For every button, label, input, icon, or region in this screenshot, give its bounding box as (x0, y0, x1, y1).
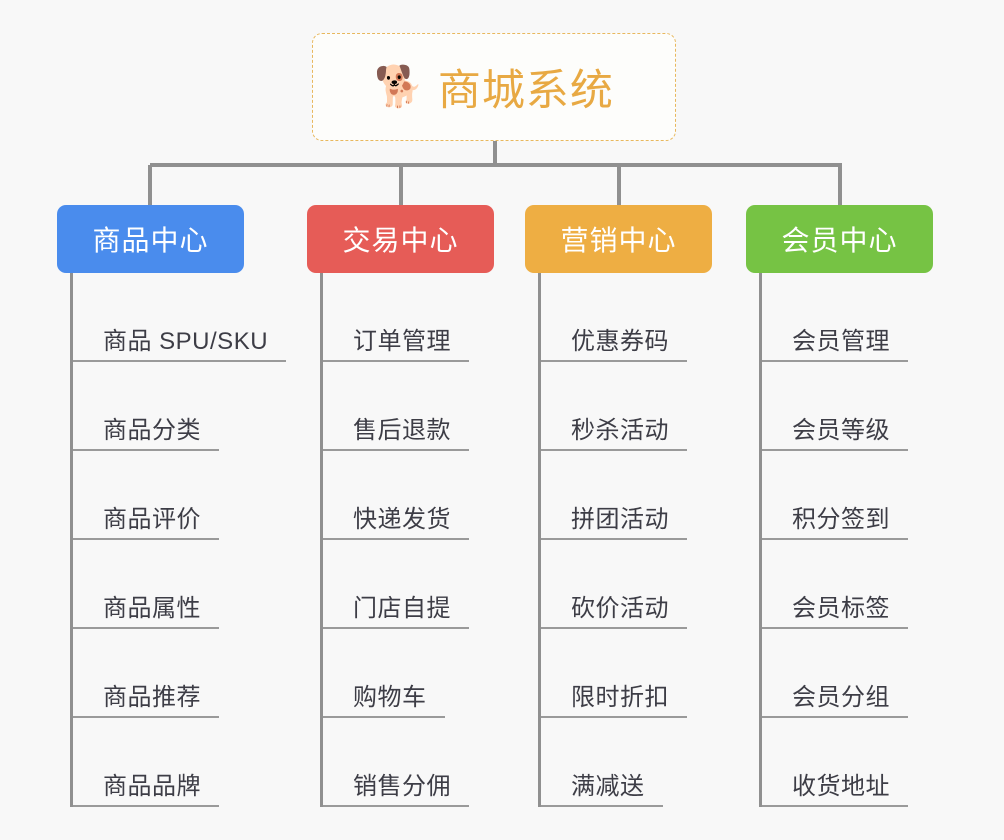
leaf-item[interactable]: 门店自提 (323, 540, 494, 629)
leaf-item[interactable]: 积分签到 (762, 451, 933, 540)
leaf-label: 商品 SPU/SKU (103, 328, 269, 355)
leaf-item[interactable]: 优惠券码 (541, 273, 712, 362)
leaf-underline: 会员标签 (762, 588, 908, 629)
leaf-item[interactable]: 会员标签 (762, 540, 933, 629)
horizontal-bus-connector (150, 163, 842, 167)
leaf-label: 满减送 (571, 773, 645, 800)
leaf-underline: 秒杀活动 (541, 410, 687, 451)
category-label: 会员中心 (781, 225, 898, 256)
leaf-label: 商品评价 (103, 506, 201, 533)
drop-connector-0 (148, 165, 152, 205)
leaf-item[interactable]: 秒杀活动 (541, 362, 712, 451)
leaf-underline: 商品属性 (73, 588, 219, 629)
leaf-underline: 商品分类 (73, 410, 219, 451)
leaf-item[interactable]: 商品属性 (73, 540, 286, 629)
leaf-underline: 优惠券码 (541, 321, 687, 362)
leaf-item[interactable]: 拼团活动 (541, 451, 712, 540)
root-stem-connector (493, 141, 497, 165)
leaf-underline: 商品推荐 (73, 677, 219, 718)
leaf-label: 会员管理 (792, 328, 890, 355)
leaf-label: 订单管理 (353, 328, 451, 355)
leaf-label: 商品品牌 (103, 773, 201, 800)
leaf-group-0: 商品 SPU/SKU 商品分类商品评价商品属性商品推荐商品品牌 (70, 273, 287, 807)
leaf-underline: 会员等级 (762, 410, 908, 451)
root-title: 商城系统 (437, 67, 614, 115)
leaf-label: 会员标签 (792, 595, 890, 622)
leaf-item[interactable]: 会员等级 (762, 362, 933, 451)
category-column-3: 会员中心会员管理会员等级积分签到会员标签会员分组收货地址 (746, 205, 933, 807)
category-column-1: 交易中心订单管理售后退款快递发货门店自提购物车销售分佣 (307, 205, 494, 807)
leaf-item[interactable]: 商品推荐 (73, 629, 286, 718)
leaf-label: 会员分组 (792, 684, 890, 711)
leaf-underline: 快递发货 (323, 499, 469, 540)
drop-connector-1 (399, 165, 403, 205)
leaf-item[interactable]: 砍价活动 (541, 540, 712, 629)
leaf-item[interactable]: 商品评价 (73, 451, 286, 540)
leaf-label: 拼团活动 (571, 506, 669, 533)
leaf-item[interactable]: 会员分组 (762, 629, 933, 718)
leaf-underline: 购物车 (323, 677, 445, 718)
leaf-item[interactable]: 商品分类 (73, 362, 286, 451)
leaf-item[interactable]: 商品品牌 (73, 718, 286, 807)
leaf-label: 商品推荐 (103, 684, 201, 711)
drop-connector-2 (617, 165, 621, 205)
category-box-3[interactable]: 会员中心 (746, 205, 933, 273)
leaf-item[interactable]: 限时折扣 (541, 629, 712, 718)
leaf-underline: 满减送 (541, 766, 663, 807)
leaf-underline: 收货地址 (762, 766, 908, 807)
category-box-0[interactable]: 商品中心 (57, 205, 244, 273)
leaf-underline: 商品评价 (73, 499, 219, 540)
leaf-item[interactable]: 售后退款 (323, 362, 494, 451)
leaf-label: 收货地址 (792, 773, 890, 800)
leaf-label: 秒杀活动 (571, 417, 669, 444)
leaf-item[interactable]: 满减送 (541, 718, 712, 807)
category-column-2: 营销中心优惠券码秒杀活动拼团活动砍价活动限时折扣满减送 (525, 205, 712, 807)
leaf-underline: 门店自提 (323, 588, 469, 629)
leaf-underline: 会员分组 (762, 677, 908, 718)
leaf-label: 砍价活动 (571, 595, 669, 622)
leaf-label: 积分签到 (792, 506, 890, 533)
leaf-group-3: 会员管理会员等级积分签到会员标签会员分组收货地址 (759, 273, 933, 807)
category-box-1[interactable]: 交易中心 (307, 205, 494, 273)
leaf-underline: 会员管理 (762, 321, 908, 362)
leaf-item[interactable]: 商品 SPU/SKU (73, 273, 287, 362)
leaf-underline: 商品 SPU/SKU (73, 321, 287, 362)
leaf-label: 售后退款 (353, 417, 451, 444)
leaf-item[interactable]: 会员管理 (762, 273, 933, 362)
leaf-underline: 拼团活动 (541, 499, 687, 540)
leaf-item[interactable]: 收货地址 (762, 718, 933, 807)
leaf-item[interactable]: 快递发货 (323, 451, 494, 540)
leaf-underline: 售后退款 (323, 410, 469, 451)
category-label: 交易中心 (342, 225, 459, 256)
category-column-0: 商品中心商品 SPU/SKU 商品分类商品评价商品属性商品推荐商品品牌 (57, 205, 287, 807)
shiba-dog-face-icon: 🐕 (374, 65, 424, 109)
root-node[interactable]: 🐕 商城系统 (312, 33, 676, 141)
leaf-label: 商品属性 (103, 595, 201, 622)
leaf-label: 销售分佣 (353, 773, 451, 800)
leaf-label: 快递发货 (353, 506, 451, 533)
category-box-2[interactable]: 营销中心 (525, 205, 712, 273)
leaf-underline: 订单管理 (323, 321, 469, 362)
leaf-label: 限时折扣 (571, 684, 669, 711)
leaf-underline: 限时折扣 (541, 677, 687, 718)
leaf-item[interactable]: 购物车 (323, 629, 494, 718)
leaf-underline: 商品品牌 (73, 766, 219, 807)
leaf-label: 会员等级 (792, 417, 890, 444)
drop-connector-3 (838, 165, 842, 205)
category-label: 营销中心 (560, 225, 677, 256)
leaf-group-2: 优惠券码秒杀活动拼团活动砍价活动限时折扣满减送 (538, 273, 712, 807)
leaf-item[interactable]: 订单管理 (323, 273, 494, 362)
category-label: 商品中心 (92, 225, 209, 256)
leaf-label: 商品分类 (103, 417, 201, 444)
leaf-group-1: 订单管理售后退款快递发货门店自提购物车销售分佣 (320, 273, 494, 807)
leaf-underline: 积分签到 (762, 499, 908, 540)
leaf-label: 门店自提 (353, 595, 451, 622)
leaf-item[interactable]: 销售分佣 (323, 718, 494, 807)
leaf-underline: 销售分佣 (323, 766, 469, 807)
leaf-underline: 砍价活动 (541, 588, 687, 629)
leaf-label: 优惠券码 (571, 328, 669, 355)
leaf-label: 购物车 (353, 684, 427, 711)
